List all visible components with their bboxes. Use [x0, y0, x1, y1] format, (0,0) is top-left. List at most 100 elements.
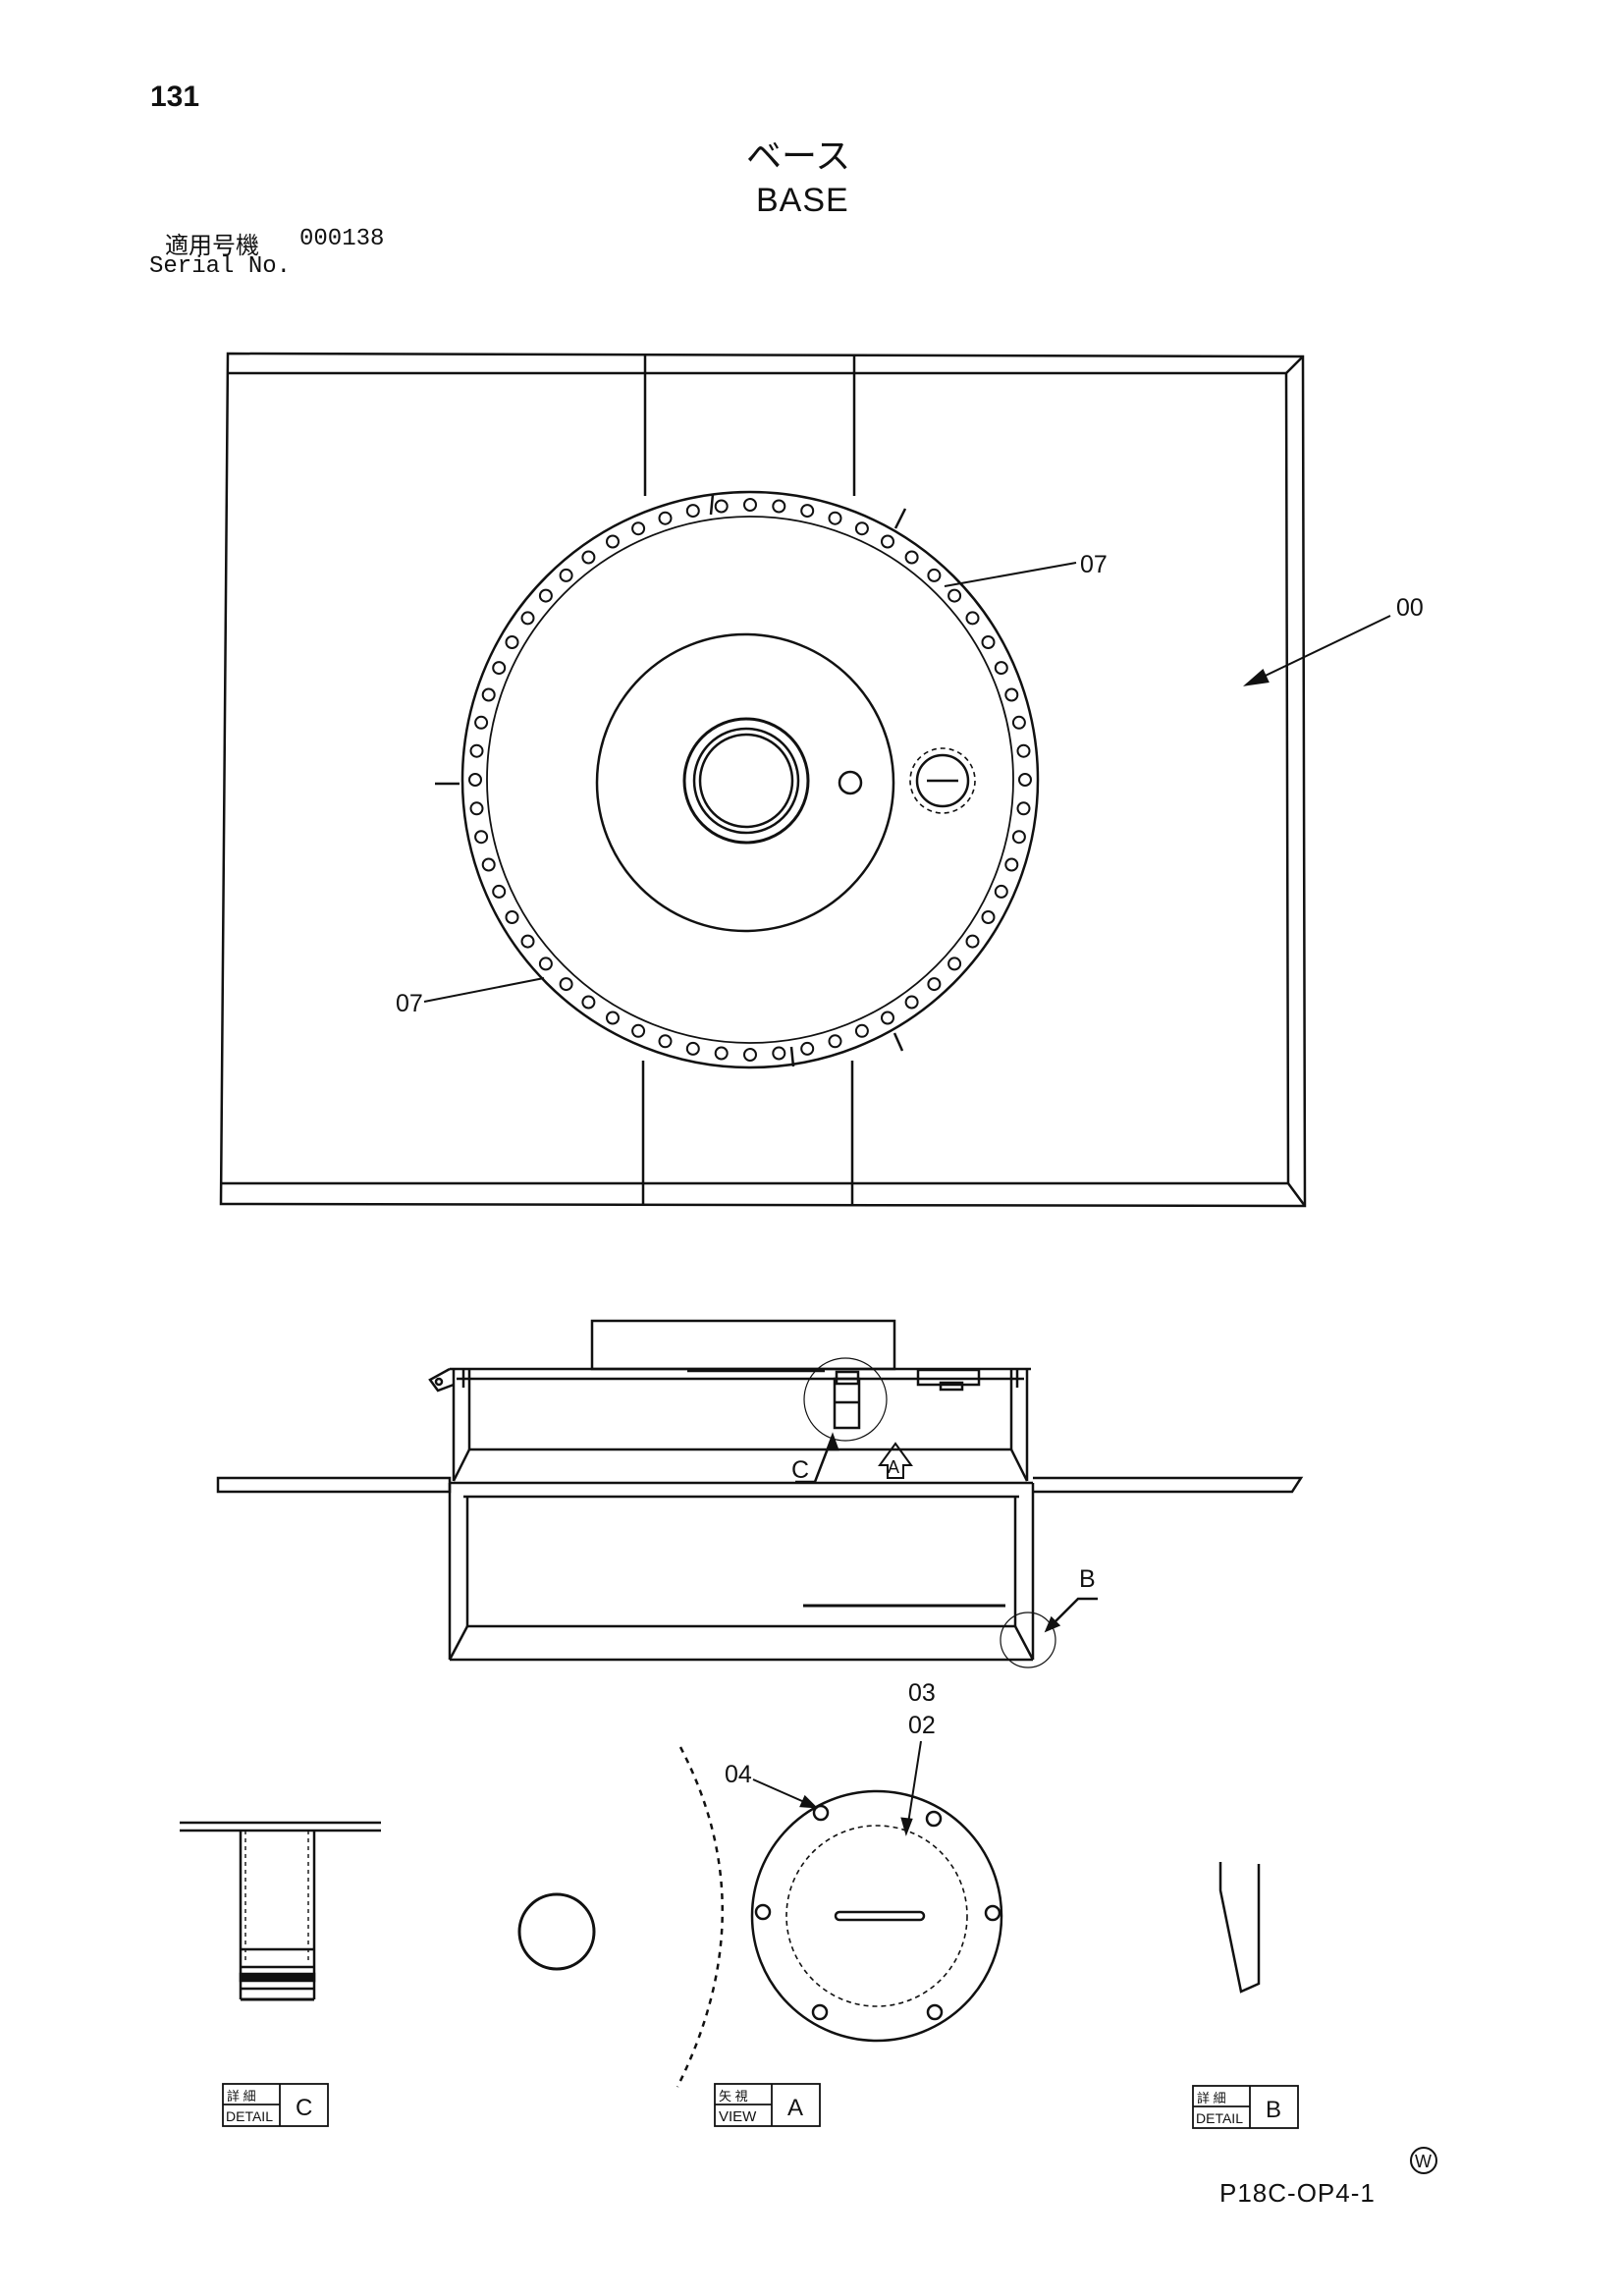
callout-02: 02 [908, 1712, 936, 1739]
bolt-hole [743, 1048, 757, 1062]
bolt-hole [606, 534, 620, 549]
serial-label-japanese: 適用号機 [165, 233, 259, 259]
inner-disc [595, 632, 895, 933]
bolt-hole [520, 611, 535, 626]
bolt-hole [505, 635, 519, 649]
bolt-hole [685, 504, 700, 519]
bolt-hole [1018, 773, 1032, 787]
bolt-hole [904, 550, 919, 565]
callout-B: B [1079, 1565, 1096, 1593]
bolt-hole [1004, 857, 1019, 872]
svg-text:DETAIL: DETAIL [226, 2108, 273, 2124]
bolt-hole [981, 635, 996, 649]
bolt-hole [1011, 830, 1026, 845]
bolt-hole [927, 568, 942, 582]
bolt-hole [881, 1011, 894, 1025]
serial-label-english: Serial No. [149, 253, 292, 280]
callout-C: C [791, 1456, 809, 1484]
bolt-hole [1011, 715, 1026, 730]
bolt-hole [685, 1041, 700, 1056]
callout-00: 00 [1396, 594, 1424, 622]
bolt-hole [538, 957, 553, 971]
detail-b [1218, 1862, 1261, 1994]
bolt-hole [800, 504, 815, 519]
detail-c-label: 詳 細 DETAIL C [222, 2083, 329, 2127]
outer-ring [460, 490, 1040, 1069]
bolt-hole [828, 511, 842, 525]
bolt-hole [474, 715, 489, 730]
svg-text:A: A [787, 2095, 803, 2121]
svg-text:矢 視: 矢 視 [719, 2089, 748, 2104]
side-view: C A B [216, 1319, 1304, 1668]
bolt-hole [581, 550, 596, 565]
bolt-hole [631, 1023, 646, 1038]
bolt-hole [927, 977, 942, 992]
bolt-hole [538, 588, 553, 603]
bolt-hole [469, 743, 484, 758]
bolt-hole [658, 511, 673, 525]
bolt-hole [581, 995, 596, 1010]
bolt-hole [994, 884, 1008, 899]
detail-b-label: 詳 細 DETAIL B [1192, 2085, 1299, 2129]
svg-text:VIEW: VIEW [719, 2108, 757, 2125]
callout-04: 04 [725, 1761, 752, 1788]
bolt-hole [559, 977, 573, 992]
callout-07-lower: 07 [396, 990, 423, 1017]
detail-c [180, 1821, 381, 2001]
bolt-hole [1004, 687, 1019, 702]
bolt-hole [881, 534, 894, 549]
svg-text:詳 細: 詳 細 [1197, 2091, 1226, 2105]
bolt-hole [658, 1034, 673, 1049]
title-japanese: ベース [746, 136, 851, 176]
bolt-hole [981, 910, 996, 924]
document-code: P18C-OP4-1 [1219, 2178, 1376, 2208]
bolt-hole [854, 521, 869, 536]
callout-A: A [888, 1457, 899, 1477]
bolt-hole [714, 499, 729, 514]
bolt-hole [481, 857, 496, 872]
bolt-hole [474, 830, 489, 845]
bolt-hole [965, 611, 980, 626]
bolt-hole [520, 934, 535, 949]
callout-07-upper: 07 [1080, 551, 1108, 578]
bolt-holes [468, 498, 1032, 1062]
bolt-hole [631, 521, 646, 536]
bolt-hole [468, 773, 482, 787]
bolt-hole [492, 884, 507, 899]
svg-text:W: W [1415, 2152, 1432, 2171]
view-a-label: 矢 視 VIEW A [714, 2083, 821, 2127]
top-view: 07 00 07 [219, 352, 1424, 1208]
bolt-hole [965, 934, 980, 949]
bolt-hole [743, 498, 757, 512]
bolt-hole [492, 661, 507, 676]
bolt-hole [800, 1041, 815, 1056]
bolt-hole [1016, 743, 1031, 758]
svg-text:詳 細: 詳 細 [227, 2089, 256, 2104]
bolt-hole [828, 1034, 842, 1049]
svg-text:C: C [296, 2095, 312, 2121]
bolt-hole [947, 588, 962, 603]
svg-text:B: B [1266, 2097, 1281, 2123]
small-hole [838, 770, 863, 795]
bolt-hole [772, 499, 786, 514]
bolt-hole [1016, 801, 1031, 816]
bolt-hole [947, 957, 962, 971]
serial-value: 000138 [299, 226, 385, 252]
bolt-hole [559, 568, 573, 582]
bolt-hole [505, 910, 519, 924]
view-a: 03 02 04 [517, 1679, 1003, 2088]
bolt-hole [714, 1046, 729, 1061]
bolt-hole [994, 661, 1008, 676]
title-english: BASE [756, 182, 849, 219]
bolt-hole [772, 1046, 786, 1061]
callout-03: 03 [908, 1679, 936, 1707]
svg-text:DETAIL: DETAIL [1196, 2110, 1243, 2126]
bolt-hole [606, 1011, 620, 1025]
bolt-hole [481, 687, 496, 702]
bolt-hole [904, 995, 919, 1010]
o-ring [517, 1892, 596, 1971]
circled-mark: W [1410, 2147, 1437, 2174]
bolt-hole [854, 1023, 869, 1038]
bolt-hole [469, 801, 484, 816]
